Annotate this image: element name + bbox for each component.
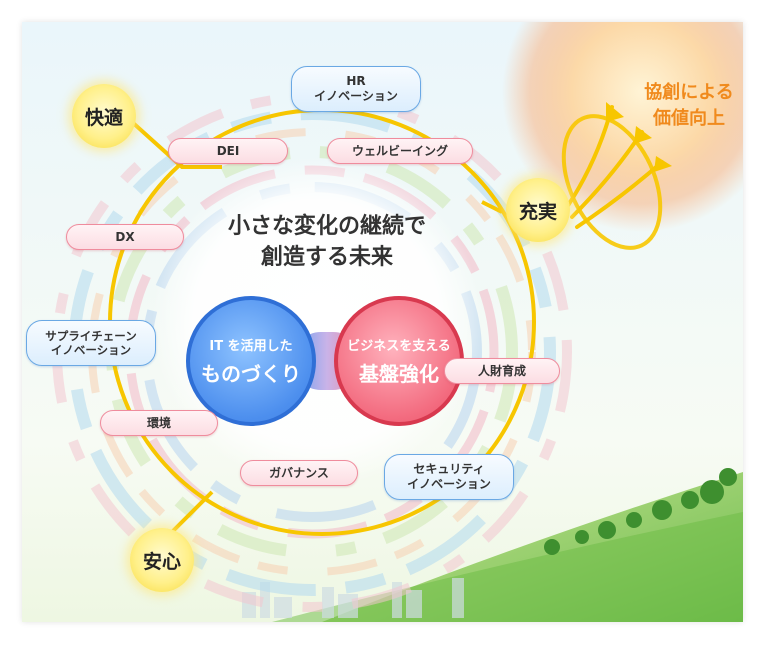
badge-comfort: 快適 xyxy=(72,84,136,148)
background-graphics xyxy=(52,22,743,622)
badge-fulfillment-label: 充実 xyxy=(518,200,557,223)
pill-dx: DX xyxy=(66,224,184,250)
pill-supply-chain-innovation: サプライチェーン イノベーション xyxy=(26,320,156,366)
pill-governance: ガバナンス xyxy=(240,460,358,486)
goal-text: 協創による 価値向上 xyxy=(644,82,734,129)
badge-safety: 安心 xyxy=(130,528,194,592)
fulfillment-connector xyxy=(481,200,503,214)
core-it-small: IT を活用した xyxy=(209,339,293,354)
core-it-big: ものづくり xyxy=(201,362,301,386)
pill-hr-innovation: HR イノベーション xyxy=(291,66,421,112)
headline-line2: 創造する未来 xyxy=(260,245,393,270)
arrow-heads xyxy=(606,102,672,172)
badge-comfort-label: 快適 xyxy=(84,106,123,129)
pill-security-innovation: セキュリティ イノベーション xyxy=(384,454,514,500)
trees xyxy=(544,468,737,555)
pill-wellbeing: ウェルビーイング xyxy=(327,138,473,164)
badge-safety-label: 安心 xyxy=(142,550,181,573)
pill-environment: 環境 xyxy=(100,410,218,436)
core-biz-big: 基盤強化 xyxy=(359,362,439,386)
badge-fulfillment: 充実 xyxy=(506,178,570,242)
pill-talent-development: 人財育成 xyxy=(444,358,560,384)
headline-line1: 小さな変化の継続で xyxy=(227,214,426,239)
core-biz-small: ビジネスを支える xyxy=(347,339,451,354)
core-business-foundation: ビジネスを支える 基盤強化 xyxy=(334,296,464,426)
core-it-manufacturing: IT を活用した ものづくり xyxy=(186,296,316,426)
pill-dei: DEI xyxy=(168,138,288,164)
headline: 小さな変化の継続で 創造する未来 xyxy=(192,211,462,273)
diagram-panel: 快適 充実 安心 協創による 価値向上 小さな変化の継続で 創造する未来 IT … xyxy=(22,22,743,622)
comfort-connector xyxy=(130,120,222,169)
